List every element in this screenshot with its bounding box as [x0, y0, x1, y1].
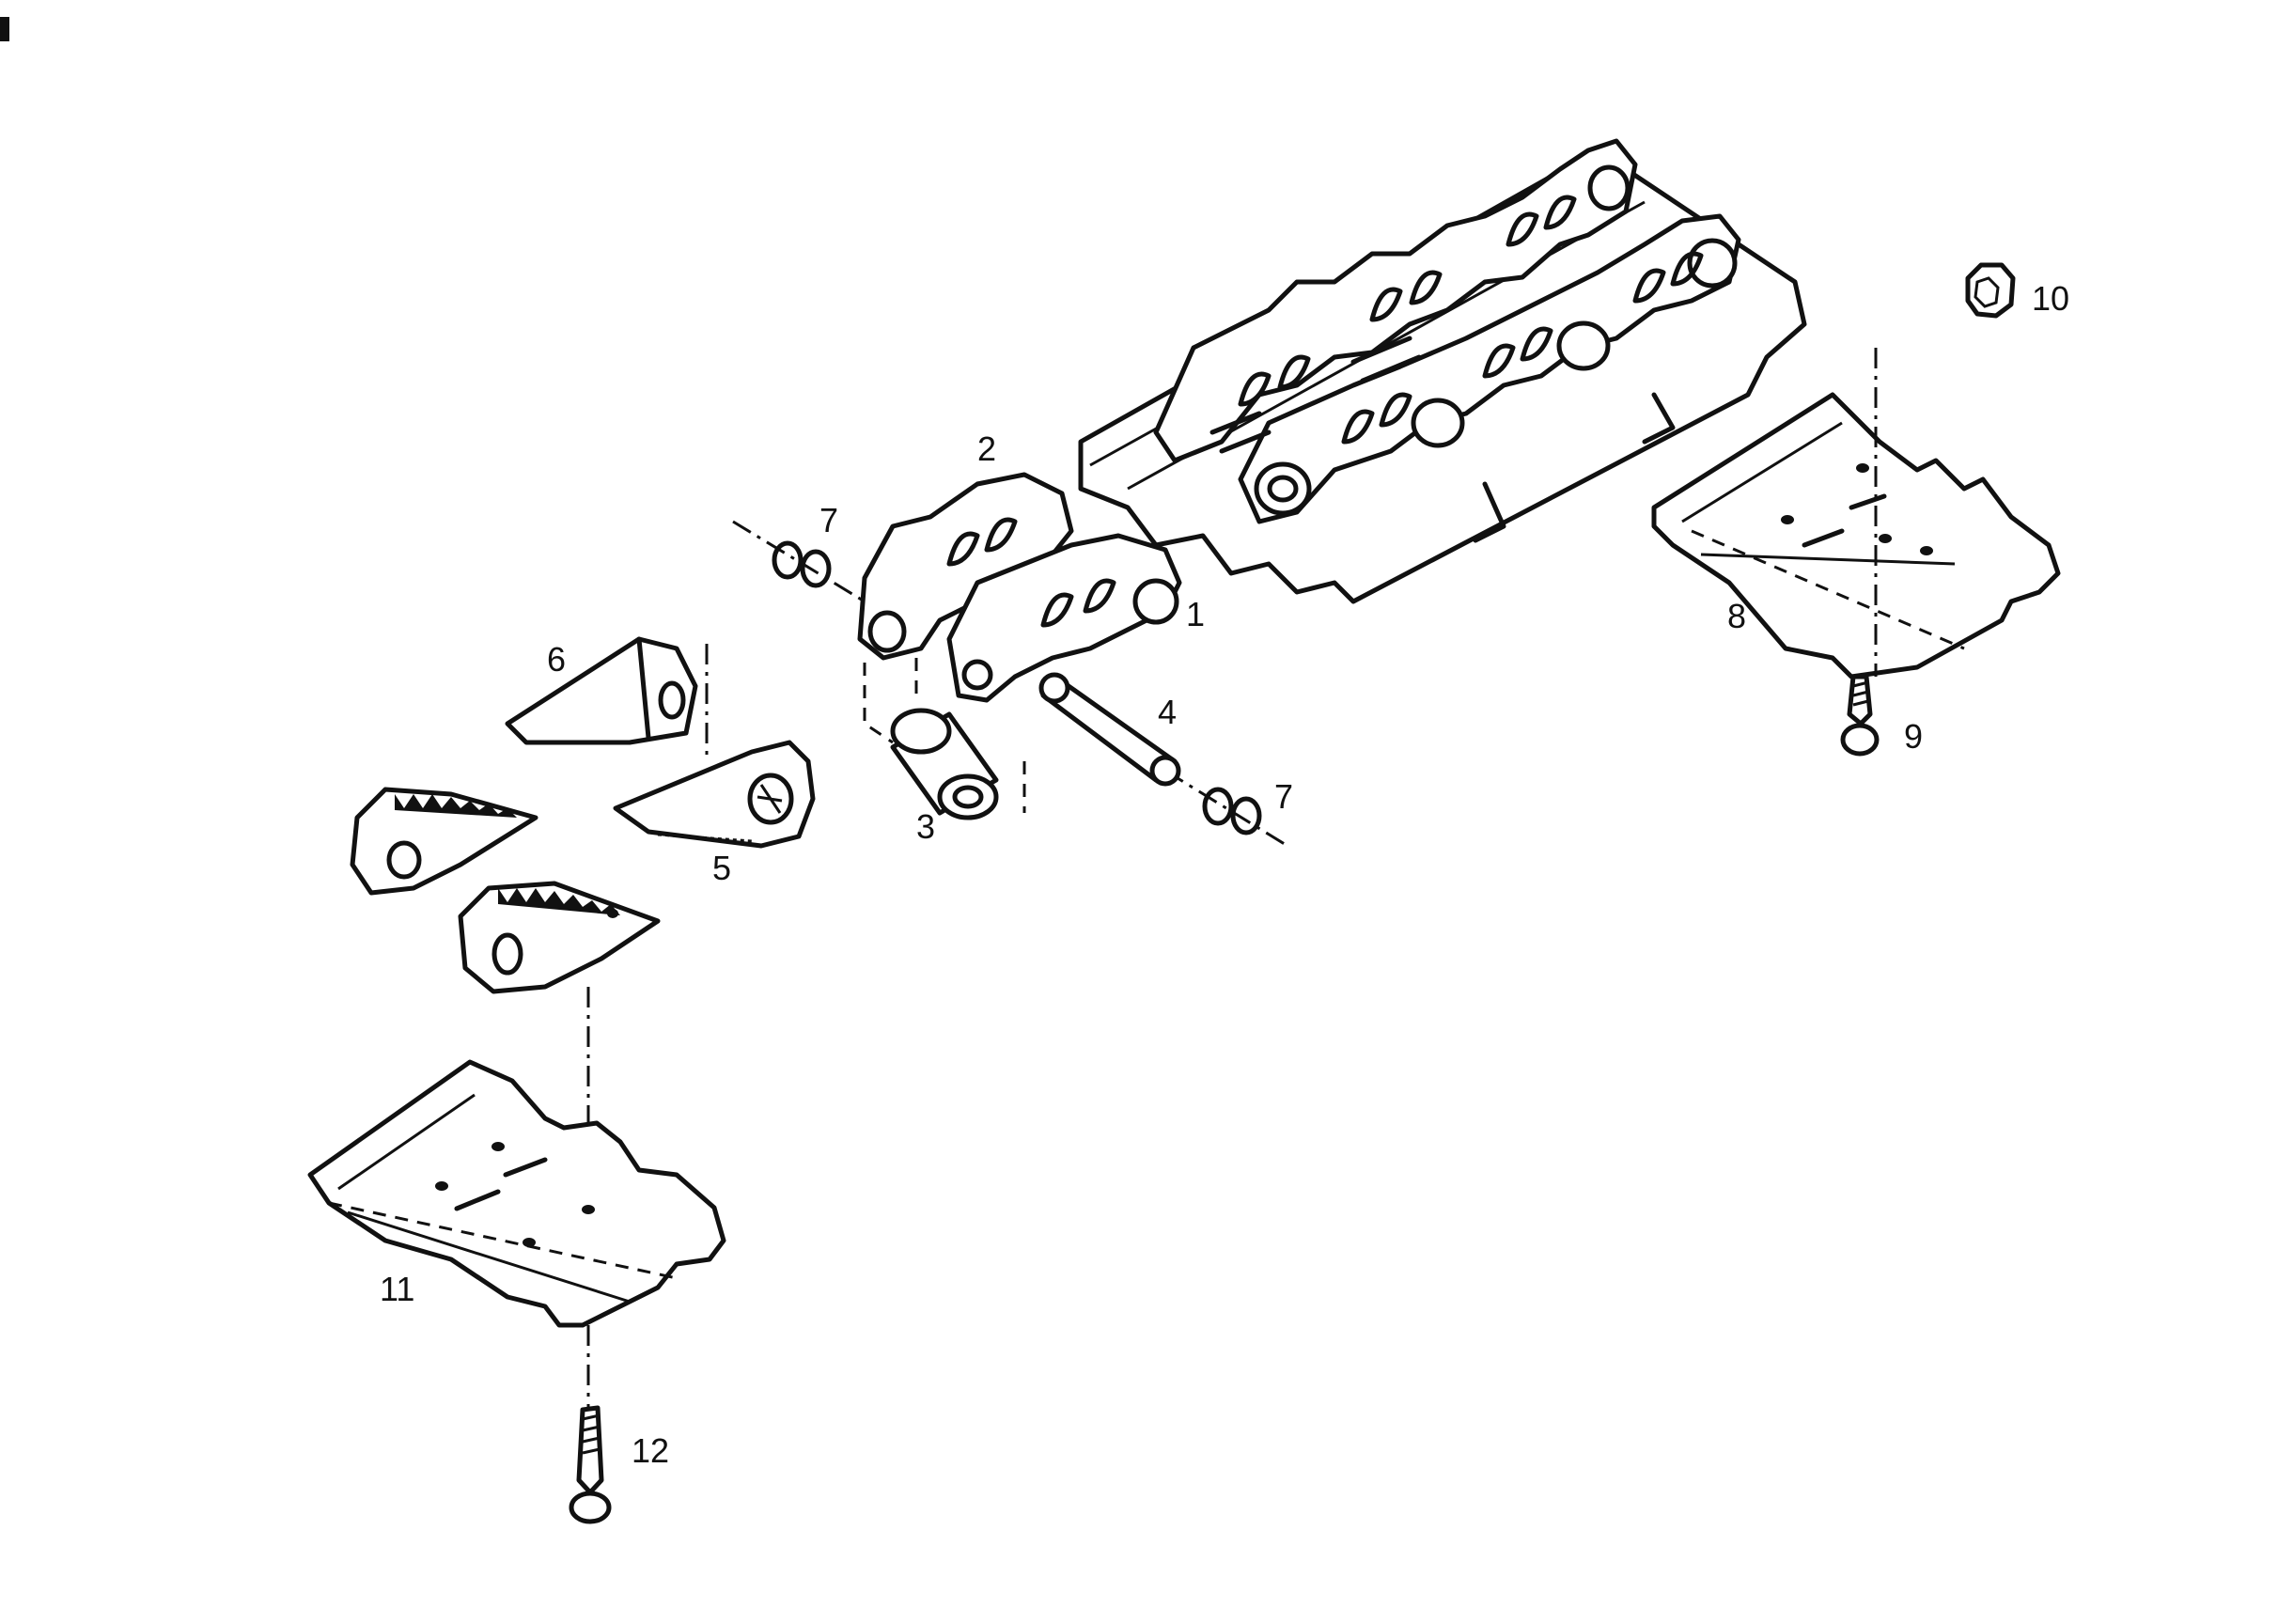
- gripper-center: [458, 881, 661, 994]
- part-6-wedge: [505, 636, 698, 745]
- corner-mark: [0, 17, 9, 41]
- part-7-seal-left: [772, 540, 832, 588]
- callout-10: 10: [2032, 279, 2069, 318]
- callout-9: 9: [1904, 717, 1923, 756]
- callout-7-left: 7: [819, 501, 838, 539]
- callout-11: 11: [380, 1270, 414, 1308]
- part-7-seal-right: [1202, 787, 1262, 835]
- part-3-bushing: [890, 708, 999, 820]
- part-1-link: [946, 533, 1182, 703]
- callout-8: 8: [1727, 597, 1746, 635]
- callout-3: 3: [916, 807, 935, 846]
- gripper-left: [350, 787, 538, 896]
- part-11-track-shoe: [307, 1059, 726, 1328]
- part-9-bolt: [1840, 674, 1880, 757]
- callout-5: 5: [712, 849, 731, 887]
- part-8-track-shoe: [1651, 392, 2061, 679]
- callout-7-right: 7: [1274, 777, 1293, 816]
- assembled-track-chain: [1078, 138, 1807, 604]
- callout-4: 4: [1158, 693, 1177, 731]
- callout-1: 1: [1186, 595, 1205, 633]
- part-4-pin: [1038, 672, 1181, 787]
- bracket-part-3: [863, 658, 1026, 813]
- callout-2: 2: [977, 429, 996, 468]
- part-12-bolt: [569, 1405, 612, 1524]
- part-5-wedge: [613, 740, 816, 849]
- axis-seal-right: [1164, 769, 1288, 848]
- part-10-nut: [1965, 262, 2016, 319]
- callout-12: 12: [632, 1431, 669, 1470]
- callout-6: 6: [547, 640, 566, 679]
- axis-seal-left: [732, 520, 866, 603]
